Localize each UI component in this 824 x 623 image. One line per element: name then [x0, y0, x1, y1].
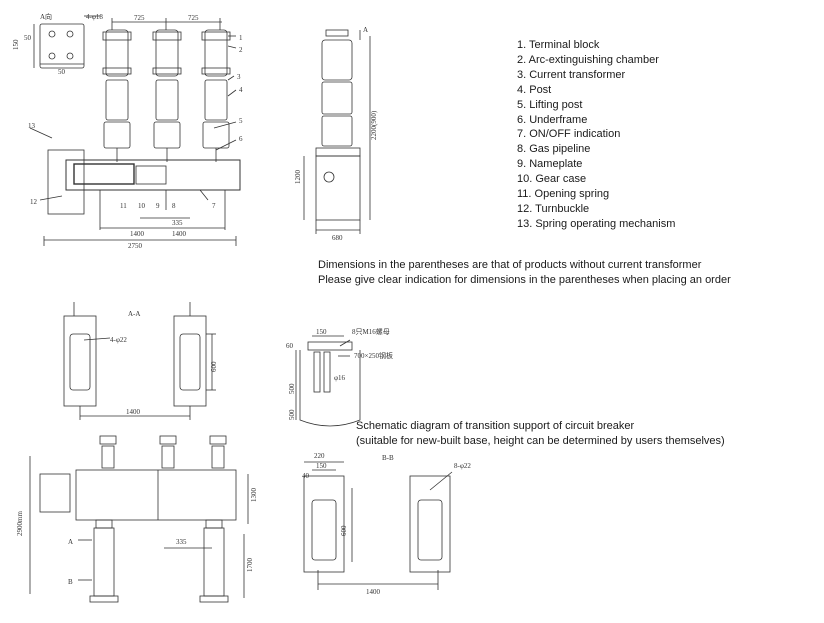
callout-3: 3	[237, 73, 241, 81]
tr-d500a: 500	[288, 383, 296, 394]
dimension-note-2: Please give clear indication for dimensi…	[318, 274, 731, 286]
legend-item: 10. Gear case	[517, 173, 587, 186]
bf-h1300: 1300	[250, 488, 258, 503]
side-view	[303, 29, 371, 234]
schematic-subtitle: (suitable for new-built base, height can…	[356, 435, 725, 447]
callout-11: 11	[120, 202, 127, 210]
bf-a-mark: A	[68, 538, 73, 546]
side-w-680: 680	[332, 234, 343, 242]
front-bolt-label: 4-φ18	[86, 13, 103, 21]
bb-h600: 600	[340, 525, 348, 536]
drawing-labels: A向 4-φ18 150 50 50 725 725 335 1400 1400…	[12, 12, 471, 596]
front-d1400a: 1400	[130, 230, 145, 238]
front-d50a: 50	[24, 34, 32, 42]
callout-13: 13	[28, 122, 36, 130]
legend-item: 9. Nameplate	[517, 158, 583, 171]
aa-w1400: 1400	[126, 408, 141, 416]
pole-3	[201, 29, 231, 162]
bf-b-mark: B	[68, 578, 73, 586]
front-view-label: A向	[40, 12, 52, 21]
callout-6: 6	[239, 135, 243, 143]
callout-2: 2	[239, 46, 243, 54]
tr-plate: 700×250钢板	[354, 351, 393, 360]
legend-item: 11. Opening spring	[517, 188, 610, 201]
front-d335: 335	[172, 219, 183, 227]
pole-1	[102, 29, 132, 162]
front-pitch-2: 725	[188, 14, 199, 22]
side-a-mark: A	[363, 26, 368, 34]
front-d1400b: 1400	[172, 230, 187, 238]
tr-d500b: 500	[288, 409, 296, 420]
callout-7: 7	[212, 202, 216, 210]
callout-12: 12	[30, 198, 38, 206]
callout-5: 5	[239, 117, 243, 125]
bottom-front-view	[29, 435, 249, 603]
callout-10: 10	[138, 202, 146, 210]
legend-item: 6. Underframe	[517, 113, 588, 126]
transition-support	[295, 335, 361, 427]
bf-h1700: 1700	[246, 558, 254, 573]
tr-bolt: 8只M16螺母	[352, 327, 390, 336]
aa-bolt: 4-φ22	[110, 336, 127, 344]
dimension-note-1: Dimensions in the parentheses are that o…	[318, 259, 702, 271]
legend-item: 13. Spring operating mechanism	[517, 217, 676, 230]
aa-title: A-A	[128, 310, 140, 318]
bb-d150: 150	[316, 462, 327, 470]
front-view	[29, 15, 241, 246]
legend-item: 4. Post	[517, 83, 552, 96]
section-aa	[63, 302, 216, 420]
parts-legend: 1. Terminal block 2. Arc-extinguishing c…	[517, 38, 675, 232]
legend-item: 8. Gas pipeline	[517, 143, 591, 156]
tr-d150: 150	[316, 328, 327, 336]
side-h-1200: 1200	[294, 170, 302, 185]
aa-h600: 600	[210, 361, 218, 372]
legend-item: 7. ON/OFF indication	[517, 128, 621, 141]
legend-item: 12. Turnbuckle	[517, 202, 590, 215]
legend-item: 2. Arc-extinguishing chamber	[517, 53, 659, 66]
front-d50b: 50	[58, 68, 66, 76]
bb-d40: 40	[302, 472, 310, 480]
bf-d335: 335	[176, 538, 187, 546]
callout-8: 8	[172, 202, 176, 210]
bb-bolt: 8-φ22	[454, 462, 471, 470]
schematic-title: Schematic diagram of transition support …	[356, 420, 635, 432]
front-pitch-1: 725	[134, 14, 145, 22]
tr-phi: φ16	[334, 374, 346, 382]
front-d150: 150	[12, 39, 20, 50]
legend-item: 1. Terminal block	[517, 39, 600, 51]
bb-w1400: 1400	[366, 588, 381, 596]
pole-2	[152, 29, 182, 162]
legend-item: 5. Lifting post	[517, 98, 583, 111]
callout-9: 9	[156, 202, 160, 210]
side-h-total: 2200(900)	[370, 110, 378, 140]
callout-4: 4	[239, 86, 243, 94]
bb-d220: 220	[314, 452, 325, 460]
tr-d60: 60	[286, 342, 294, 350]
callout-1: 1	[239, 34, 243, 42]
bf-h2900: 2900mm	[16, 511, 24, 536]
legend-item: 3. Current transformer	[517, 68, 626, 81]
section-bb	[303, 461, 453, 590]
front-d2750: 2750	[128, 242, 143, 250]
bb-title: B-B	[382, 454, 394, 462]
